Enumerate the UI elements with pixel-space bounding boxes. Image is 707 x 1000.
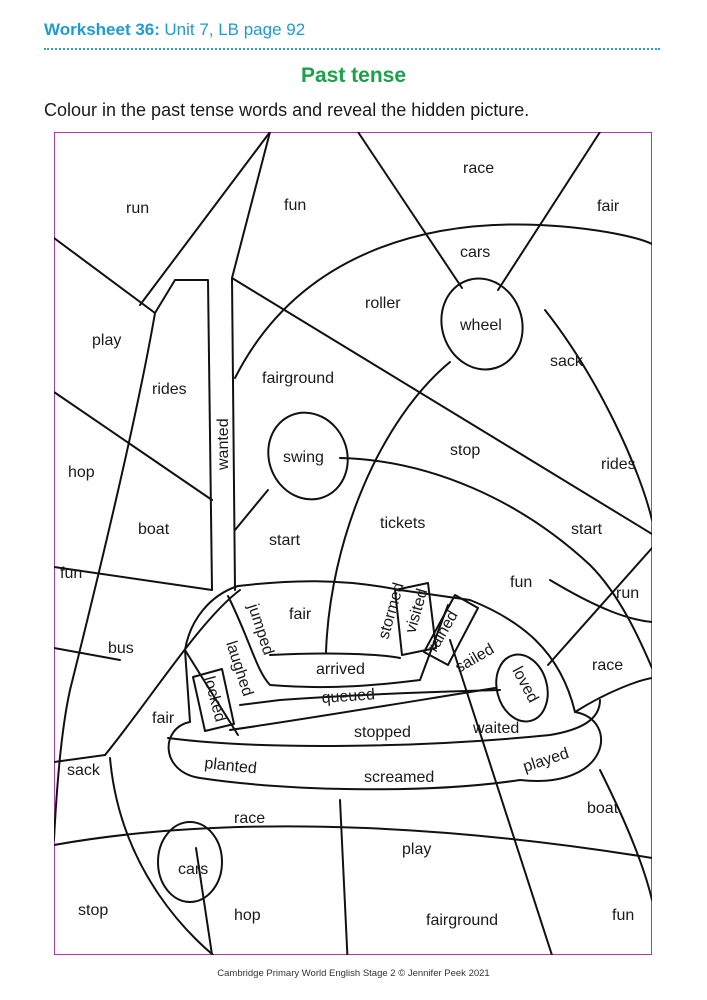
word-bus: bus — [108, 640, 134, 657]
word-arrived: arrived — [316, 661, 365, 678]
word-run: run — [616, 585, 639, 602]
word-fun: fun — [612, 907, 634, 924]
word-sack: sack — [67, 762, 101, 779]
word-loved: loved — [508, 664, 541, 706]
word-hop: hop — [234, 907, 261, 924]
word-queued: queued — [321, 686, 375, 707]
word-fun: fun — [284, 197, 306, 214]
word-sailed: sailed — [453, 641, 498, 677]
word-rides: rides — [152, 381, 187, 398]
word-race: race — [234, 810, 265, 827]
word-fairground: fairground — [426, 912, 498, 929]
word-start: start — [571, 521, 603, 538]
page-title: Past tense — [300, 64, 407, 87]
word-cars: cars — [460, 244, 490, 261]
word-fairground: fairground — [262, 370, 334, 387]
word-fun: fun — [510, 574, 532, 591]
puzzle-word-labels: run fun race fair cars roller wheel play… — [60, 160, 639, 929]
worksheet-number: Worksheet 36: — [44, 20, 160, 39]
word-race: race — [463, 160, 494, 177]
word-cars: cars — [178, 861, 208, 878]
word-visited: visited — [403, 587, 432, 635]
word-planted: planted — [204, 755, 258, 777]
word-wanted: wanted — [215, 418, 232, 471]
word-play: play — [402, 841, 431, 858]
worksheet-unit: Unit 7, LB page 92 — [164, 20, 306, 39]
word-fair: fair — [289, 606, 312, 623]
copyright-footer: Cambridge Primary World English Stage 2 … — [217, 968, 490, 979]
word-stopped: stopped — [354, 724, 411, 741]
word-played: played — [521, 745, 571, 776]
word-run: run — [126, 200, 149, 217]
word-stop: stop — [78, 902, 108, 919]
worksheet-header: Worksheet 36: Unit 7, LB page 92 — [44, 20, 660, 50]
word-race: race — [592, 657, 623, 674]
region-lines — [54, 132, 652, 955]
word-play: play — [92, 332, 121, 349]
word-hop: hop — [68, 464, 95, 481]
word-stop: stop — [450, 442, 480, 459]
word-waited: waited — [472, 720, 519, 737]
word-rides: rides — [601, 456, 636, 473]
word-fair: fair — [152, 710, 175, 727]
word-jumped: jumped — [244, 601, 277, 657]
instruction-text: Colour in the past tense words and revea… — [44, 100, 530, 120]
word-sack: sack — [550, 353, 584, 370]
word-fair: fair — [597, 198, 620, 215]
word-boat: boat — [587, 800, 619, 817]
word-fun: fun — [60, 565, 82, 582]
word-swing: swing — [283, 449, 324, 466]
word-start: start — [269, 532, 301, 549]
word-screamed: screamed — [364, 769, 434, 786]
word-boat: boat — [138, 521, 170, 538]
puzzle-frame — [54, 132, 652, 955]
word-tickets: tickets — [380, 515, 425, 532]
word-stormed: stormed — [376, 581, 408, 641]
word-roller: roller — [365, 295, 401, 312]
word-wheel: wheel — [459, 317, 502, 334]
